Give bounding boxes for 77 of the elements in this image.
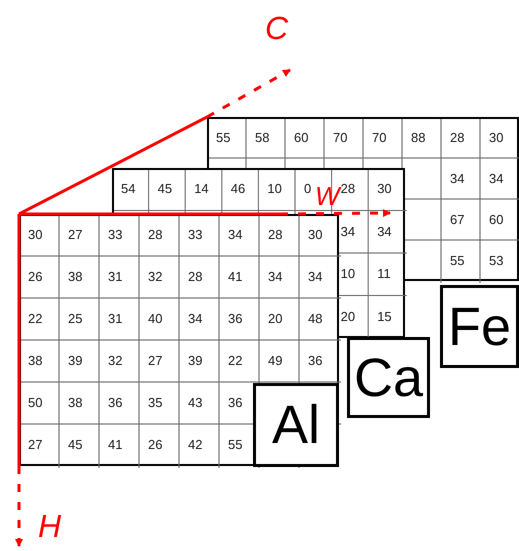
table-cell: 46 xyxy=(230,181,246,198)
table-cell: 49 xyxy=(268,353,282,369)
table-cell: 26 xyxy=(28,269,42,285)
axis-label: C xyxy=(265,12,288,44)
table-cell: 48 xyxy=(308,311,322,327)
table-cell: 58 xyxy=(255,130,270,146)
table-cell: 34 xyxy=(188,311,202,327)
table-cell: 70 xyxy=(333,130,348,146)
table-cell: 11 xyxy=(377,266,391,282)
table-cell: 45 xyxy=(68,437,82,453)
table-cell: 38 xyxy=(68,395,82,411)
table-cell: 32 xyxy=(148,269,162,285)
table-cell: 88 xyxy=(411,130,426,146)
table-cell: 28 xyxy=(268,227,282,243)
table-cell: 30 xyxy=(28,227,42,243)
table-cell: 26 xyxy=(148,437,162,453)
table-cell: 53 xyxy=(489,252,504,268)
element-label-box: Fe xyxy=(440,285,519,368)
table-cell: 45 xyxy=(158,181,172,198)
table-cell: 70 xyxy=(372,130,386,146)
table-cell: 34 xyxy=(268,269,282,285)
table-cell: 22 xyxy=(28,311,42,327)
table-cell: 55 xyxy=(450,252,464,268)
table-cell: 34 xyxy=(228,227,242,243)
table-cell: 34 xyxy=(450,170,464,186)
table-cell: 43 xyxy=(188,395,202,411)
table-cell: 39 xyxy=(68,353,82,369)
table-cell: 36 xyxy=(308,353,322,369)
table-cell: 36 xyxy=(228,395,242,411)
table-cell: 41 xyxy=(108,437,122,453)
table-cell: 38 xyxy=(28,353,42,369)
table-cell: 30 xyxy=(377,181,392,198)
table-cell: 10 xyxy=(267,181,282,198)
table-cell: 31 xyxy=(108,311,122,327)
table-cell: 34 xyxy=(489,170,504,186)
table-cell: 39 xyxy=(188,353,202,369)
table-cell: 55 xyxy=(216,130,230,146)
table-cell: 14 xyxy=(194,181,209,198)
table-cell: 30 xyxy=(489,130,504,146)
table-cell: 60 xyxy=(489,212,504,228)
table-cell: 10 xyxy=(340,266,356,282)
table-cell: 55 xyxy=(228,437,242,453)
table-cell: 35 xyxy=(148,395,162,411)
table-cell: 32 xyxy=(108,353,122,369)
element-label-box: Ca xyxy=(347,337,430,418)
table-cell: 22 xyxy=(228,353,242,369)
table-cell: 28 xyxy=(450,130,464,146)
table-cell: 33 xyxy=(188,227,202,243)
table-cell: 42 xyxy=(188,437,202,453)
table-cell: 36 xyxy=(228,311,242,327)
table-cell: 38 xyxy=(68,269,82,285)
table-cell: 27 xyxy=(68,227,82,243)
table-cell: 34 xyxy=(340,224,356,240)
table-cell: 30 xyxy=(308,227,322,243)
element-label-box: Al xyxy=(253,383,339,467)
table-cell: 54 xyxy=(121,181,136,198)
table-cell: 20 xyxy=(268,311,282,327)
table-cell: 41 xyxy=(228,269,242,285)
table-cell: 20 xyxy=(340,308,356,325)
table-cell-text: 28 xyxy=(340,181,356,196)
table-cell: 25 xyxy=(68,311,82,327)
table-cell: 36 xyxy=(108,395,122,411)
table-cell: 15 xyxy=(377,308,392,325)
table-cell: 31 xyxy=(108,269,122,285)
table-cell: 34 xyxy=(308,269,322,285)
table-cell: 34 xyxy=(377,224,392,240)
table-cell: 40 xyxy=(148,311,162,327)
table-cell: 50 xyxy=(28,395,42,411)
table-cell: 27 xyxy=(148,353,162,369)
table-cell: 27 xyxy=(28,437,42,453)
table-cell: 28 xyxy=(188,269,202,285)
table-cell: 33 xyxy=(108,227,122,243)
table-cell: 0 xyxy=(304,181,312,198)
axis-label: H xyxy=(38,510,62,542)
table-cell: 28 xyxy=(148,227,162,243)
table-cell: 67 xyxy=(450,212,464,228)
table-cell: 60 xyxy=(294,130,308,146)
